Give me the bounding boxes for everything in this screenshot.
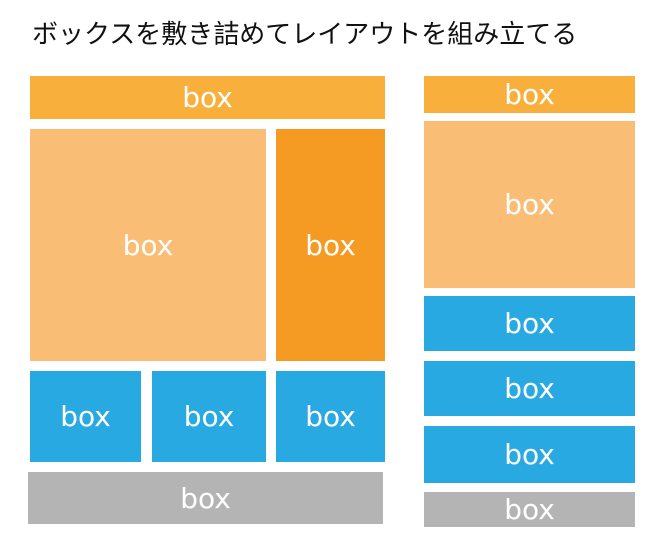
right-item-box-3: box (424, 426, 635, 483)
left-side-box: box (276, 129, 385, 361)
left-tile-box-2: box (152, 371, 266, 462)
left-tile-box-3: box (276, 371, 385, 462)
right-footer-box: box (424, 492, 635, 527)
left-tile-box-1: box (30, 371, 141, 462)
left-main-box: box (30, 129, 266, 361)
right-item-box-1: box (424, 296, 635, 351)
right-main-box: box (424, 121, 635, 288)
left-header-box: box (30, 76, 385, 119)
left-footer-box: box (28, 472, 383, 524)
right-item-box-2: box (424, 361, 635, 416)
page-title: ボックスを敷き詰めてレイアウトを組み立てる (32, 20, 578, 50)
right-header-box: box (424, 76, 635, 113)
